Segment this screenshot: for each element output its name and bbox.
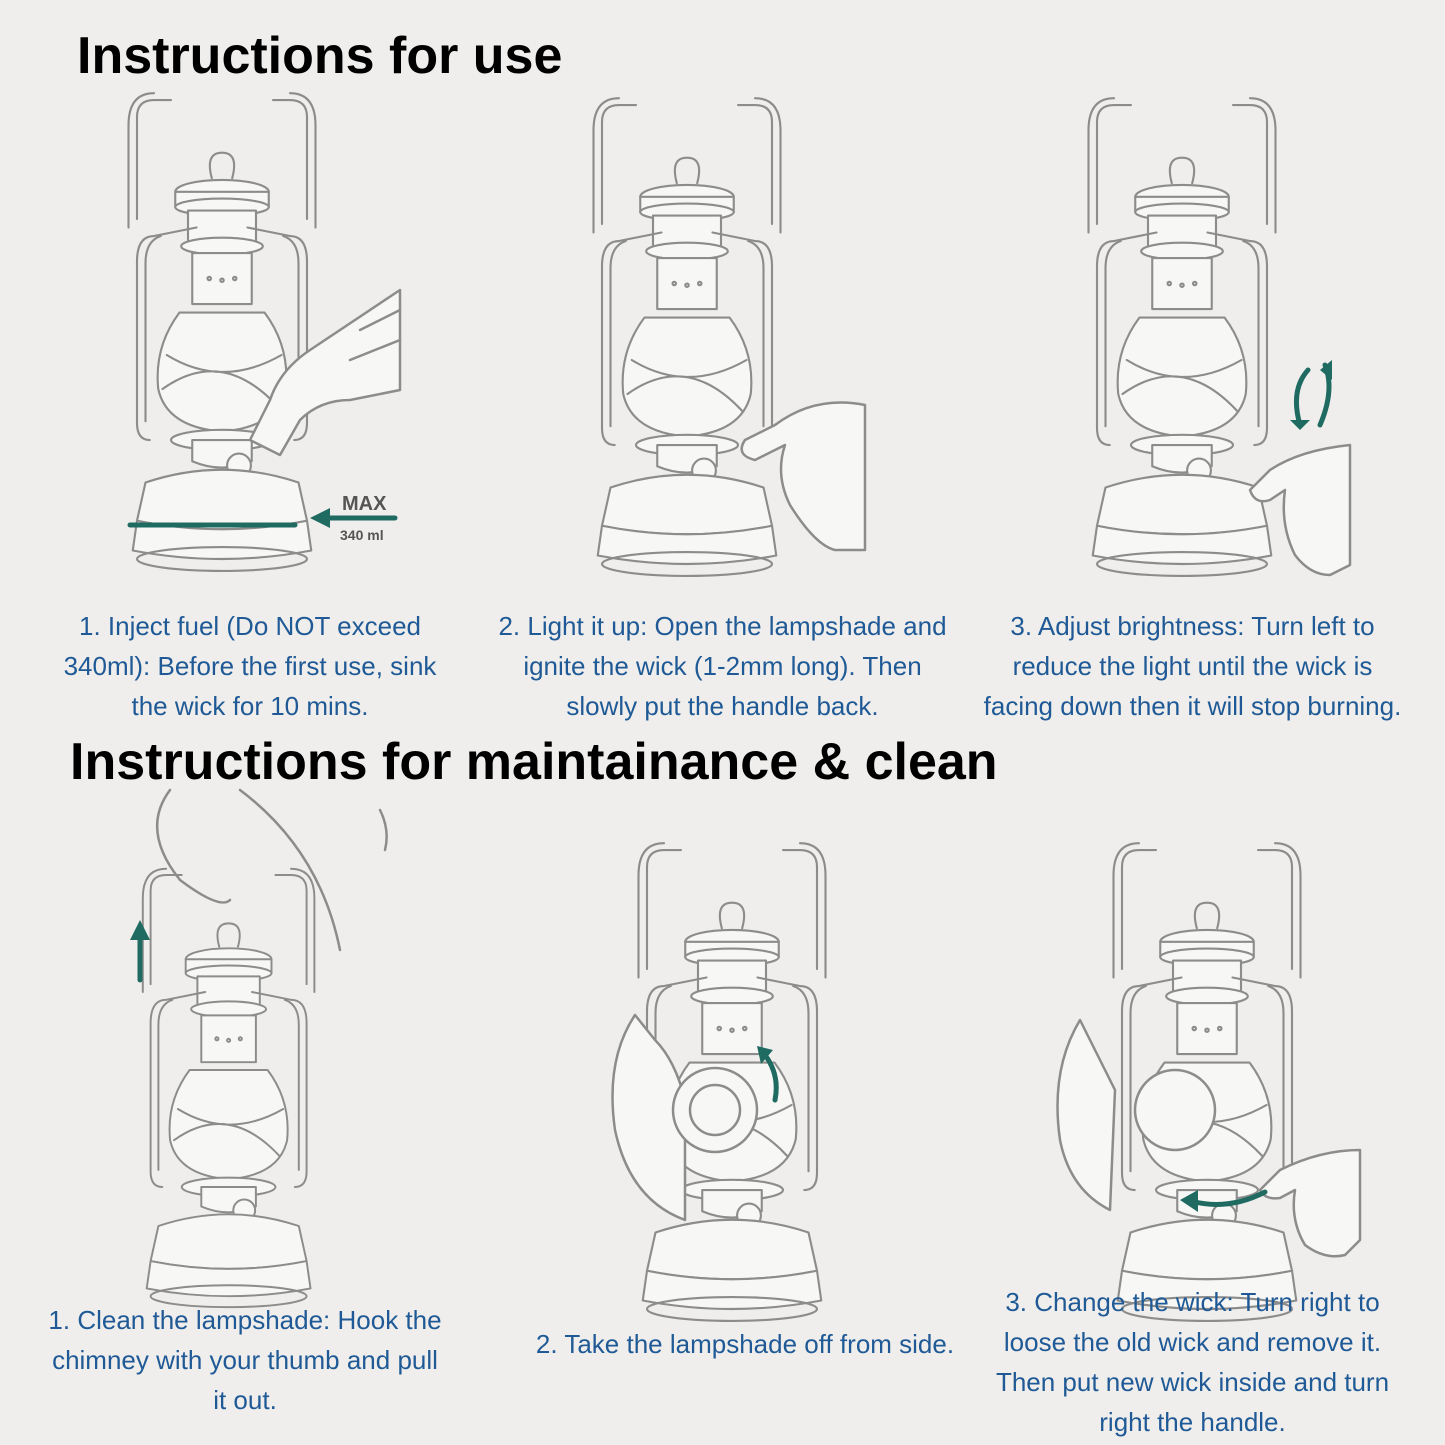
hand-icon [155,788,388,952]
fuel-bottle-icon [248,288,402,457]
maintenance-step-2-caption: 2. Take the lampshade off from side. [535,1329,955,1359]
lantern-illustration [130,788,388,1309]
up-arrow-icon [130,920,150,983]
max-label: MAX [342,493,387,515]
lantern-illustration [611,842,827,1322]
hand-icon [611,1013,759,1222]
maintenance-section-title: Instructions for maintainance & clean [70,733,998,791]
maintenance-step-1-caption: 1. Clean the lampshade: Hook the chimney… [48,1305,442,1415]
hand-icon [740,401,867,552]
hand-icon [1056,1018,1362,1258]
rotate-arrow-icon [1290,360,1332,430]
use-step-1-caption: 1. Inject fuel (Do NOT exceed 340ml): Be… [63,611,437,721]
max-value: 340 ml [340,527,384,543]
left-arrow-icon [1180,1189,1268,1212]
curved-arrow-icon [757,1046,779,1103]
use-step-3-caption: 3. Adjust brightness: Turn left to reduc… [983,611,1402,721]
hand-icon [1248,443,1352,577]
lantern-illustration [592,97,867,577]
use-step-2-caption: 2. Light it up: Open the lampshade and i… [498,611,947,721]
lantern-illustration [1087,97,1352,577]
lantern-illustration: MAX 340 ml [127,92,402,572]
use-section-title: Instructions for use [77,27,563,85]
lantern-illustration [1056,842,1362,1322]
maintenance-step-3-caption: 3. Change the wick: Turn right to loose … [995,1287,1390,1437]
